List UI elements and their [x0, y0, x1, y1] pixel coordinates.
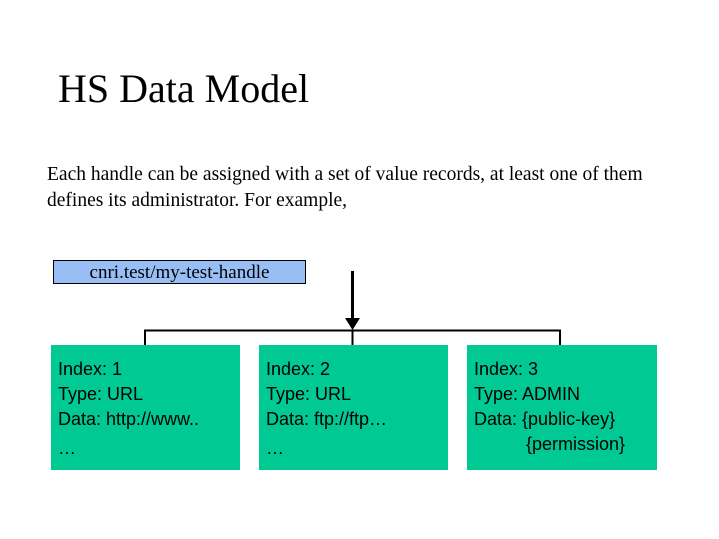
- body-paragraph: Each handle can be assigned with a set o…: [47, 164, 643, 211]
- record-ellipsis-line: …: [58, 438, 76, 458]
- record-type-line: Type: URL: [58, 384, 144, 404]
- record-index-line: Index: 1: [58, 359, 123, 379]
- handle-name-box: cnri.test/my-test-handle: [53, 260, 306, 284]
- record-ellipsis-line: …: [266, 438, 284, 458]
- value-record-box: Index: 2 Type: URL Data: ftp://ftp… …: [259, 345, 448, 470]
- value-record-box: Index: 3 Type: ADMIN Data: {public-key} …: [467, 345, 657, 470]
- handle-name-label: cnri.test/my-test-handle: [89, 261, 270, 283]
- record-type-line: Type: ADMIN: [474, 384, 581, 404]
- record-data-line: Data: ftp://ftp…: [266, 409, 388, 429]
- record-index-line: Index: 2: [266, 359, 331, 379]
- arrow-head: [345, 318, 360, 330]
- value-record-box: Index: 1 Type: URL Data: http://www.. …: [51, 345, 240, 470]
- record-data-line: Data: {public-key}: [474, 409, 616, 429]
- record-type-line: Type: URL: [266, 384, 352, 404]
- record-data-line: Data: http://www..: [58, 409, 200, 429]
- page-title: HS Data Model: [58, 66, 310, 111]
- record-index-line: Index: 3: [474, 359, 539, 379]
- record-extra-line: {permission}: [526, 434, 626, 454]
